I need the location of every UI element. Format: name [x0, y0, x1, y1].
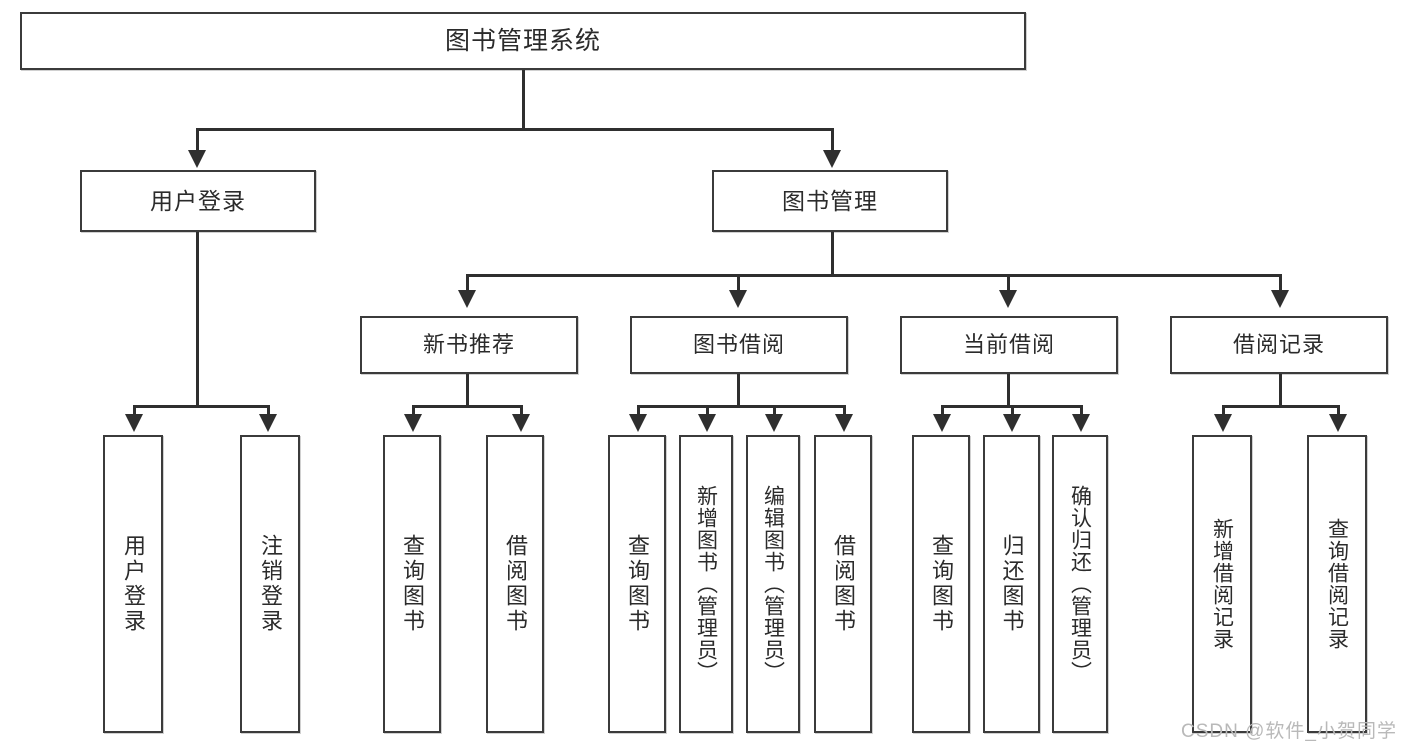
node-label: 归还图书: [999, 534, 1025, 634]
connector-user-login-bus: [133, 405, 267, 408]
node-label: 编辑图书（管理员）: [761, 485, 785, 683]
node-borrow-record[interactable]: 借阅记录: [1170, 316, 1388, 374]
connector-cb-drop-2: [1011, 405, 1014, 418]
connector-br-drop-1: [1222, 405, 1225, 418]
node-root-system[interactable]: 图书管理系统: [20, 12, 1026, 70]
leaf-query-book-current[interactable]: 查询图书: [912, 435, 970, 733]
connector-bm-drop-book-borrow: [737, 274, 740, 294]
arrowhead-leaf-add-record: [1214, 414, 1232, 432]
connector-cb-drop-3: [1080, 405, 1083, 418]
connector-root-to-user-login: [196, 128, 199, 156]
leaf-borrow-book-borrow[interactable]: 借阅图书: [814, 435, 872, 733]
arrowhead-root-to-user-login: [188, 150, 206, 168]
arrowhead-leaf-query-book-2: [629, 414, 647, 432]
leaf-return-book[interactable]: 归还图书: [983, 435, 1040, 733]
node-label: 图书管理系统: [444, 26, 601, 55]
leaf-borrow-book-new-recommend[interactable]: 借阅图书: [486, 435, 544, 733]
node-current-borrow[interactable]: 当前借阅: [900, 316, 1118, 374]
leaf-user-login[interactable]: 用户登录: [103, 435, 163, 733]
node-label: 借阅图书: [831, 534, 856, 634]
connector-new-book-drop-1: [412, 405, 415, 418]
connector-book-borrow-stem: [737, 374, 740, 405]
node-label: 查询图书: [929, 534, 954, 634]
node-label: 借阅图书: [503, 534, 528, 634]
node-label: 查询借阅记录: [1325, 518, 1349, 650]
arrowhead-leaf-query-record: [1329, 414, 1347, 432]
node-label: 查询图书: [625, 534, 650, 634]
arrowhead-leaf-borrow-book-2: [835, 414, 853, 432]
connector-book-borrow-bus: [637, 405, 845, 408]
connector-root-to-book-management: [831, 128, 834, 156]
node-label: 确认归还（管理员）: [1068, 485, 1092, 683]
arrowhead-current-borrow: [999, 290, 1017, 308]
node-label: 用户登录: [121, 534, 146, 634]
leaf-query-borrow-record[interactable]: 查询借阅记录: [1307, 435, 1367, 733]
node-label: 借阅记录: [1232, 332, 1325, 358]
node-label: 新增图书（管理员）: [694, 485, 718, 683]
arrowhead-borrow-record: [1271, 290, 1289, 308]
connector-bm-drop-new-book: [466, 274, 469, 294]
arrowhead-leaf-edit-book: [765, 414, 783, 432]
arrowhead-leaf-borrow-book-1: [512, 414, 530, 432]
leaf-logout-login[interactable]: 注销登录: [240, 435, 300, 733]
arrowhead-root-to-book-management: [823, 150, 841, 168]
node-book-management[interactable]: 图书管理: [712, 170, 948, 232]
node-label: 注销登录: [258, 534, 283, 634]
arrowhead-leaf-add-book: [698, 414, 716, 432]
node-label: 用户登录: [150, 187, 246, 214]
connector-user-login-drop-1: [133, 405, 136, 418]
leaf-add-borrow-record[interactable]: 新增借阅记录: [1192, 435, 1252, 733]
connector-bm-drop-borrow-record: [1279, 274, 1282, 294]
connector-cb-drop-1: [941, 405, 944, 418]
leaf-add-book-admin[interactable]: 新增图书（管理员）: [679, 435, 733, 733]
leaf-query-book-borrow[interactable]: 查询图书: [608, 435, 666, 733]
connector-user-login-stem: [196, 232, 199, 405]
arrowhead-leaf-query-book-1: [404, 414, 422, 432]
connector-br-drop-2: [1337, 405, 1340, 418]
connector-root-bus: [196, 128, 833, 131]
node-label: 图书管理: [782, 187, 878, 214]
leaf-query-book-new-recommend[interactable]: 查询图书: [383, 435, 441, 733]
node-user-login[interactable]: 用户登录: [80, 170, 316, 232]
connector-new-book-bus: [412, 405, 522, 408]
node-label: 图书借阅: [692, 332, 785, 358]
connector-current-borrow-stem: [1007, 374, 1010, 405]
arrowhead-leaf-confirm-return: [1072, 414, 1090, 432]
arrowhead-leaf-return-book: [1003, 414, 1021, 432]
connector-user-login-drop-2: [267, 405, 270, 418]
connector-new-book-drop-2: [520, 405, 523, 418]
connector-book-management-bus: [466, 274, 1282, 277]
leaf-edit-book-admin[interactable]: 编辑图书（管理员）: [746, 435, 800, 733]
node-new-book-recommend[interactable]: 新书推荐: [360, 316, 578, 374]
connector-bb-drop-4: [843, 405, 846, 418]
connector-bb-drop-3: [773, 405, 776, 418]
connector-borrow-record-bus: [1222, 405, 1339, 408]
arrowhead-leaf-logout-login: [259, 414, 277, 432]
connector-bb-drop-2: [706, 405, 709, 418]
arrowhead-new-book-recommend: [458, 290, 476, 308]
node-book-borrow[interactable]: 图书借阅: [630, 316, 848, 374]
connector-new-book-stem: [466, 374, 469, 405]
leaf-confirm-return-admin[interactable]: 确认归还（管理员）: [1052, 435, 1108, 733]
arrowhead-leaf-query-book-3: [933, 414, 951, 432]
watermark-text: CSDN @软件_小贺同学: [1181, 721, 1397, 742]
arrowhead-book-borrow: [729, 290, 747, 308]
arrowhead-leaf-user-login: [125, 414, 143, 432]
node-label: 新增借阅记录: [1210, 518, 1234, 650]
connector-borrow-record-stem: [1279, 374, 1282, 405]
connector-book-management-stem: [831, 232, 834, 274]
node-label: 当前借阅: [962, 332, 1055, 358]
node-label: 新书推荐: [422, 332, 515, 358]
connector-bb-drop-1: [637, 405, 640, 418]
connector-root-stem: [522, 70, 525, 128]
connector-bm-drop-current-borrow: [1007, 274, 1010, 294]
node-label: 查询图书: [400, 534, 425, 634]
